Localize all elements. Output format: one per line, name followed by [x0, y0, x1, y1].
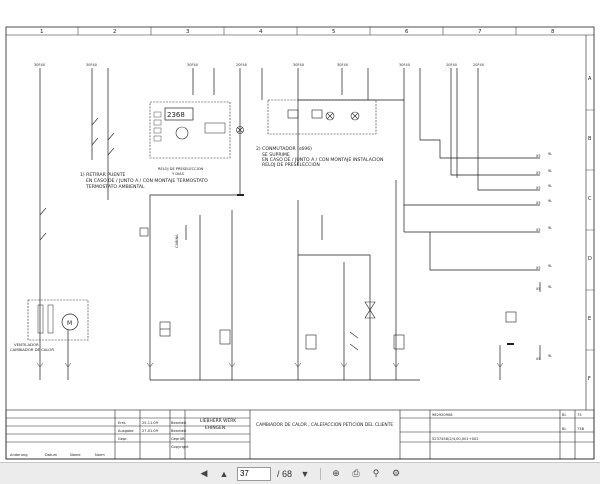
tb-company: EHINGEN: [205, 425, 225, 431]
svg-text:9L: 9L: [548, 226, 552, 230]
row-label: B: [588, 136, 592, 142]
tb-name: Bearbeit: [171, 429, 187, 433]
row-label: C: [588, 196, 592, 202]
tb-field: Gepr.: [118, 437, 128, 441]
column-label: 7: [478, 29, 482, 35]
tb-row-label: Anderung: [10, 453, 28, 457]
svg-text:9L: 9L: [548, 169, 552, 173]
tb-row-label: Norm: [95, 453, 105, 457]
prev-page-icon[interactable]: ◀: [200, 468, 208, 478]
tb-name: Bearbeit: [171, 421, 187, 425]
column-label: 3: [186, 29, 190, 35]
column-label: 6: [405, 29, 409, 35]
page-first-icon[interactable]: ▲: [219, 468, 229, 479]
svg-text:9L: 9L: [548, 264, 552, 268]
note-2-line: EN CASO DE / JUNTO A / CON MONTAJE INSTA…: [262, 157, 383, 163]
tb-sheet: 73B: [577, 427, 585, 431]
row-label: E: [588, 316, 591, 322]
svg-text:X5: X5: [536, 228, 540, 232]
svg-text:30F40: 30F40: [34, 63, 45, 67]
tb-company: LIEBHERR WERK: [200, 418, 236, 424]
page-number-input[interactable]: [236, 466, 271, 481]
tb-doc-number: 982920908: [432, 413, 453, 417]
tb-row-label: Datum: [45, 453, 58, 457]
cabina-label: CABINA: [175, 234, 179, 248]
svg-text:30F40: 30F40: [337, 63, 348, 67]
column-label: 8: [551, 29, 555, 35]
wiring: [39, 68, 541, 381]
svg-text:30F40: 30F40: [187, 63, 198, 67]
svg-text:9L: 9L: [548, 152, 552, 156]
tb-name: Geprüft: [171, 437, 185, 441]
svg-text:9L: 9L: [548, 285, 552, 289]
note-2-line: SE SUPRIME: [262, 152, 290, 158]
svg-text:X5: X5: [536, 287, 540, 291]
column-label: 5: [332, 29, 336, 35]
svg-text:X5: X5: [536, 171, 540, 175]
note-2-line: 2) CONMUTADOR (s696): [256, 146, 312, 152]
svg-text:20F40: 20F40: [446, 63, 457, 67]
note-1-line: EN CASO DE / JUNTO A / CON MONTAJE TERMO…: [86, 178, 208, 184]
column-label: 4: [259, 29, 263, 35]
toolbar-separator: [320, 467, 321, 480]
svg-text:30F40: 30F40: [399, 63, 410, 67]
tb-field: Ausgabe: [118, 429, 134, 433]
note-2-line: RELOJ DE PRESELECCION: [262, 162, 320, 168]
row-label: A: [588, 76, 592, 82]
row-label: F: [588, 376, 591, 382]
tb-sheet: 73: [577, 413, 582, 417]
print-icon[interactable]: ⎙: [352, 468, 360, 478]
svg-text:30F40: 30F40: [86, 63, 97, 67]
tools-icon[interactable]: ⚙: [391, 468, 401, 478]
svg-text:9L: 9L: [548, 354, 552, 358]
timer-caption: Y DIAS: [172, 172, 185, 176]
search-icon[interactable]: ⚲: [372, 468, 380, 478]
tb-title: CAMBIADOR DE CALOR , CALEFACCION PETICIO…: [256, 422, 393, 428]
row-label: D: [588, 256, 592, 262]
svg-text:9L: 9L: [548, 199, 552, 203]
tb-date: 25.11.09: [142, 421, 159, 425]
ventilator-label: CAMBIADOR DE CALOR: [10, 347, 54, 352]
tb-copy: Copyright: [171, 445, 189, 449]
tb-sheet: BI.: [562, 413, 567, 417]
svg-text:9L: 9L: [548, 184, 552, 188]
svg-text:X5: X5: [536, 186, 540, 190]
zoom-icon[interactable]: ⊕: [332, 468, 340, 478]
svg-text:20F40: 20F40: [473, 63, 484, 67]
column-label: 1: [40, 29, 44, 35]
timer-caption: RELOJ DE PRESELECCION: [158, 167, 204, 171]
svg-text:M: M: [67, 320, 72, 327]
timer-display: 2368: [167, 111, 185, 119]
svg-text:X5: X5: [536, 201, 540, 205]
tb-date: 27.01.09: [142, 429, 159, 433]
column-label: 2: [113, 29, 117, 35]
page-total: / 68: [276, 468, 292, 479]
tb-field: Erst.: [118, 421, 126, 425]
note-1-line: TERMOSTATO AMBIENTAL: [85, 184, 145, 190]
pdf-toolbar: ◀ ▲ / 68 ▼ ⊕ ⎙ ⚲ ⚙: [0, 462, 600, 484]
svg-text:X5: X5: [536, 357, 540, 361]
next-page-icon[interactable]: ▼: [300, 468, 310, 479]
tb-row-label: Name: [70, 453, 81, 457]
schematic-sheet: 1 2 3 4 5 6 7 8 A B C D E F: [5, 26, 595, 460]
svg-text:30F40: 30F40: [293, 63, 304, 67]
ventilator-label: VENTILADOR: [14, 342, 39, 347]
tb-drawing-number: 5237458/2/4,00,001+002: [432, 437, 479, 441]
svg-text:X5: X5: [536, 266, 540, 270]
tb-sheet: BI.: [562, 427, 567, 431]
svg-text:X5: X5: [536, 154, 540, 158]
svg-text:20F40: 20F40: [236, 63, 247, 67]
note-1-line: 1) RETIRAR PUENTE: [80, 172, 126, 178]
